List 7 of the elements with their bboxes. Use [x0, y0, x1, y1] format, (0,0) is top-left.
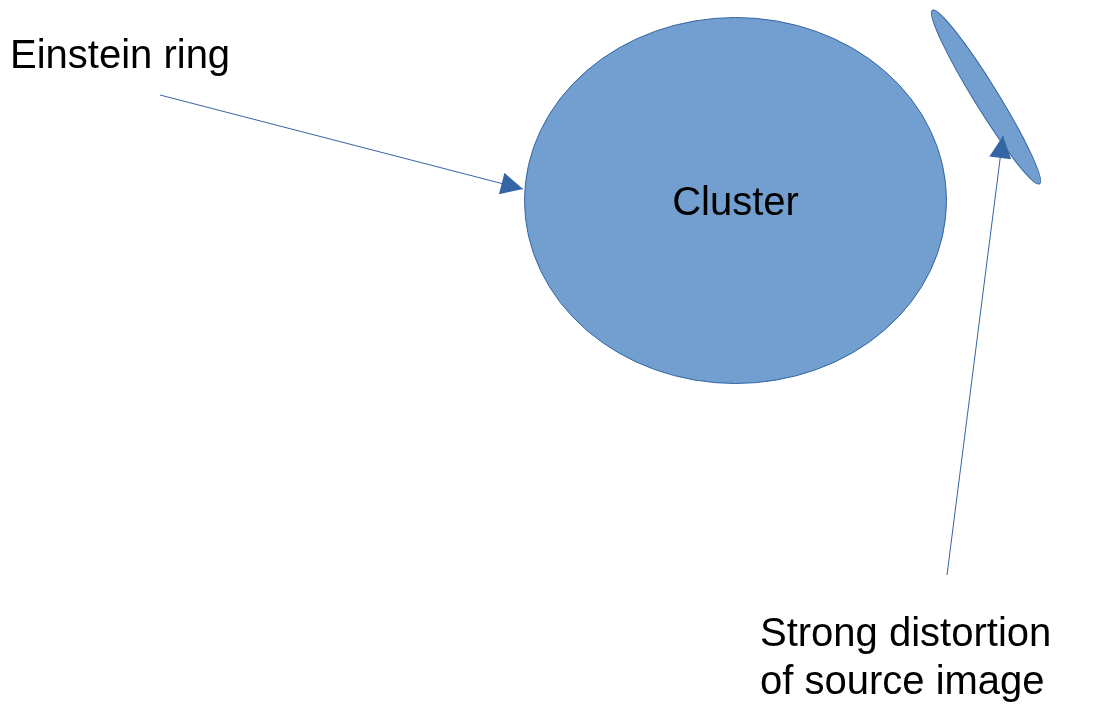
distorted-image-ellipse — [930, 8, 1042, 186]
callout-label: Strong distortion of source image — [760, 608, 1090, 708]
leader-arrow — [946, 135, 1012, 576]
cluster-ellipse — [524, 17, 947, 384]
cluster-label: Cluster — [672, 177, 799, 225]
callout-label: Einstein ring — [10, 30, 280, 80]
leader-arrow — [159, 94, 524, 195]
